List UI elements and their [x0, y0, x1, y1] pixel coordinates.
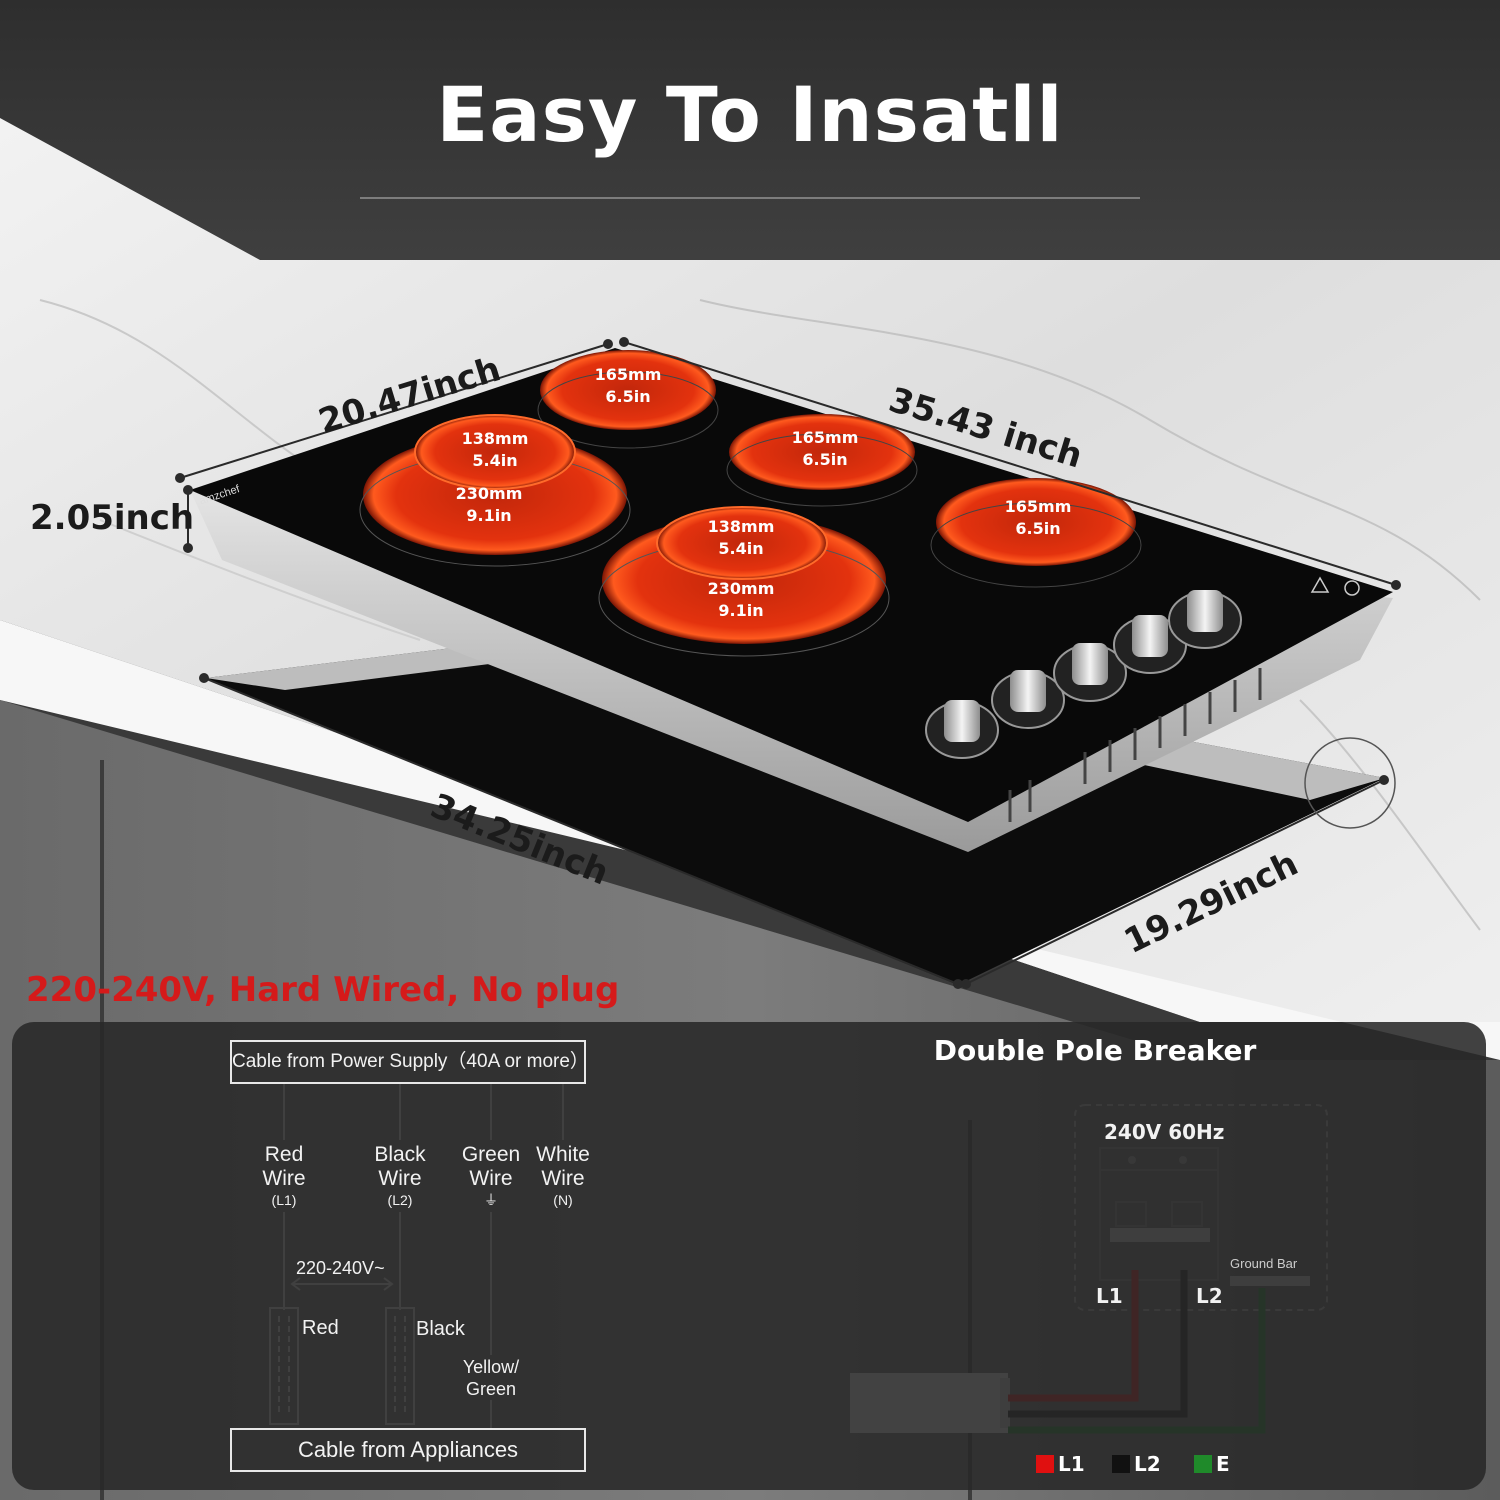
- ground-icon: ⏚: [484, 1192, 498, 1208]
- control-knobs: [925, 590, 1242, 759]
- black-terminal-label: Black: [416, 1318, 465, 1340]
- warning-triangle-icon: [1310, 576, 1330, 593]
- burner-6: [656, 506, 828, 580]
- marble-vein: [699, 299, 1481, 601]
- marble-vein: [1299, 699, 1481, 931]
- wiring-panel: [12, 1022, 1486, 1490]
- burner-2: [414, 414, 576, 490]
- red-terminal-label: Red: [302, 1317, 339, 1339]
- breaker-title: Double Pole Breaker: [933, 1034, 1257, 1067]
- countertop-cutout: [206, 630, 1385, 985]
- breaker-l2-label: L2: [1196, 1284, 1223, 1308]
- ground-bar-label: Ground Bar: [1230, 1256, 1298, 1271]
- hot-surface-icon: [1344, 580, 1360, 596]
- cutout-steel-lip: [206, 630, 1385, 800]
- page-title: Easy To Insatll: [436, 70, 1064, 159]
- legend-e: E: [1194, 1452, 1230, 1476]
- legend-e-swatch: [1194, 1455, 1212, 1473]
- yellow-green-label: Yellow/ Green: [462, 1357, 520, 1399]
- voltage-span-label: 220-240V~: [296, 1258, 385, 1278]
- supply-cable-box: Cable from Power Supply（40A or more）: [230, 1040, 589, 1084]
- burner-4: [726, 414, 918, 507]
- dimension-height: 2.05inch: [30, 498, 195, 538]
- burner-5: [930, 478, 1142, 588]
- voltage-note: 220-240V, Hard Wired, No plug: [26, 970, 620, 1010]
- legend-l1-swatch: [1036, 1455, 1054, 1473]
- legend-l2-swatch: [1112, 1455, 1130, 1473]
- dimension-lines: [175, 337, 1401, 989]
- breaker-l1-label: L1: [1096, 1284, 1123, 1308]
- burner-1: [537, 350, 719, 449]
- legend-l2: L2: [1112, 1452, 1161, 1476]
- corner-detail-circle: [1304, 737, 1396, 829]
- appliance-cable-box: Cable from Appliances: [230, 1428, 586, 1472]
- breaker-rating: 240V 60Hz: [1104, 1120, 1225, 1144]
- marble-vein: [99, 519, 421, 641]
- vent-slots: [1008, 668, 1262, 822]
- legend-l1: L1: [1036, 1452, 1085, 1476]
